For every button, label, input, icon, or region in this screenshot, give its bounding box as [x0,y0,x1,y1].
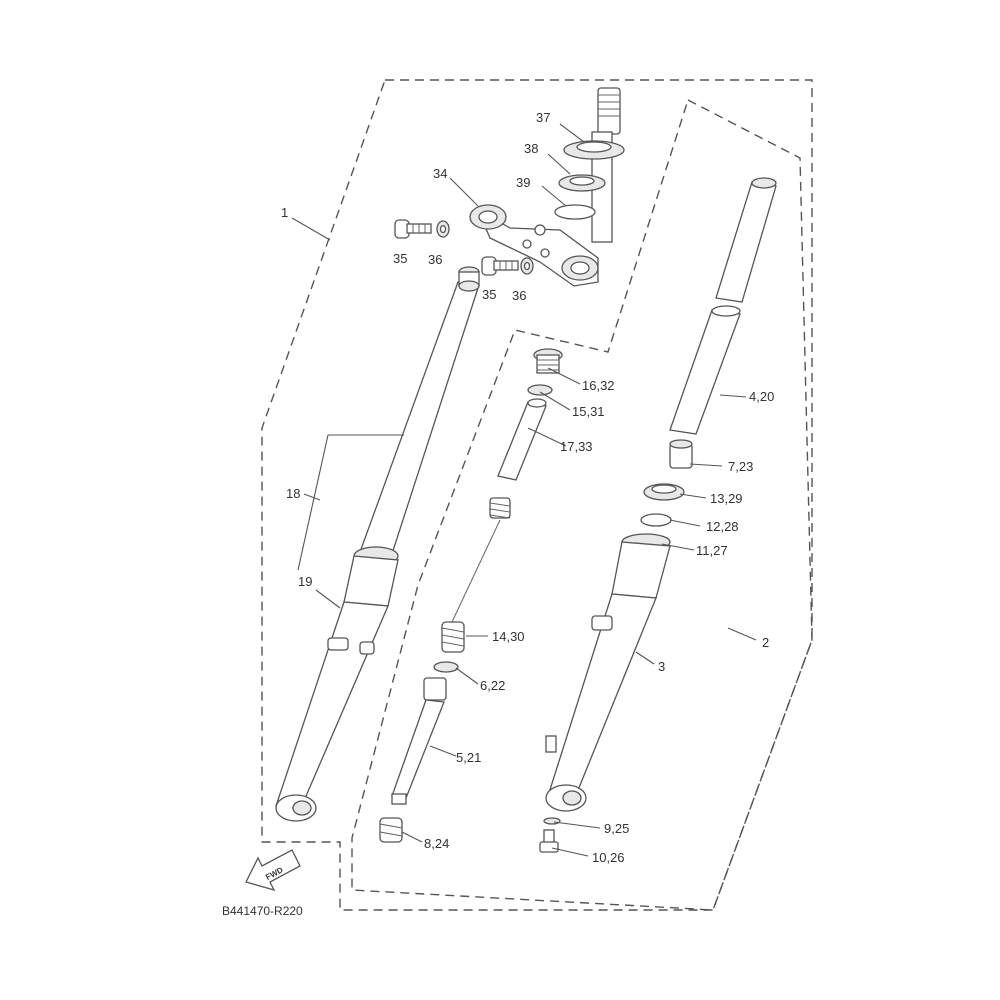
diagram-reference-code: B441470-R220 [222,904,303,918]
assembly-2-boundary [351,98,813,911]
spacer-tube [497,401,547,481]
rebound-spring [489,497,511,519]
pinch-bolt-lower [481,256,534,276]
callout-34: 34 [433,166,447,181]
fork-cap-bolt [533,348,563,374]
callout-6-22: 6,22 [480,678,505,693]
callout-35-upper: 35 [393,251,407,266]
drain-gasket [543,817,561,825]
callout-8-24: 8,24 [424,836,449,851]
fork-spring [441,621,465,653]
callout-12-28: 12,28 [706,519,739,534]
callout-18: 18 [286,486,300,501]
callout-1: 1 [281,205,288,220]
callout-11-27: 11,27 [696,543,728,558]
callout-14-30: 14,30 [492,629,525,644]
callout-4-20: 4,20 [749,389,774,404]
spring-rod [451,519,501,623]
pinch-bolt-upper [394,219,450,239]
inner-tube [715,181,777,303]
slide-bushing [669,439,693,469]
inner-tube-lower [669,309,741,435]
fwd-arrow-icon: FWD [245,849,301,892]
spring-seat [433,661,459,673]
steering-stem-group [469,87,625,287]
left-fork-leg [275,266,480,822]
callout-10-26: 10,26 [592,850,625,865]
callout-15-31: 15,31 [572,404,605,419]
drain-bolt [539,829,559,853]
o-ring [527,384,553,396]
callout-37: 37 [536,110,550,125]
callout-5-21: 5,21 [456,750,481,765]
callout-9-25: 9,25 [604,821,629,836]
callout-36-lower: 36 [512,288,526,303]
callout-35-lower: 35 [482,287,496,302]
callout-36-upper: 36 [428,252,442,267]
callout-19: 19 [298,574,312,589]
callout-13-29: 13,29 [710,491,743,506]
taper-spindle [379,817,403,843]
callout-2: 2 [762,635,769,650]
callout-16-32: 16,32 [582,378,615,393]
callout-7-23: 7,23 [728,459,753,474]
callout-3: 3 [658,659,665,674]
damper-rod [391,677,447,805]
callout-38: 38 [524,141,538,156]
callout-39: 39 [516,175,530,190]
outer-tube [545,533,671,812]
oil-seal [643,483,685,501]
seal-clip [640,513,672,527]
callout-17-33: 17,33 [560,439,593,454]
leader-lines [291,123,757,857]
